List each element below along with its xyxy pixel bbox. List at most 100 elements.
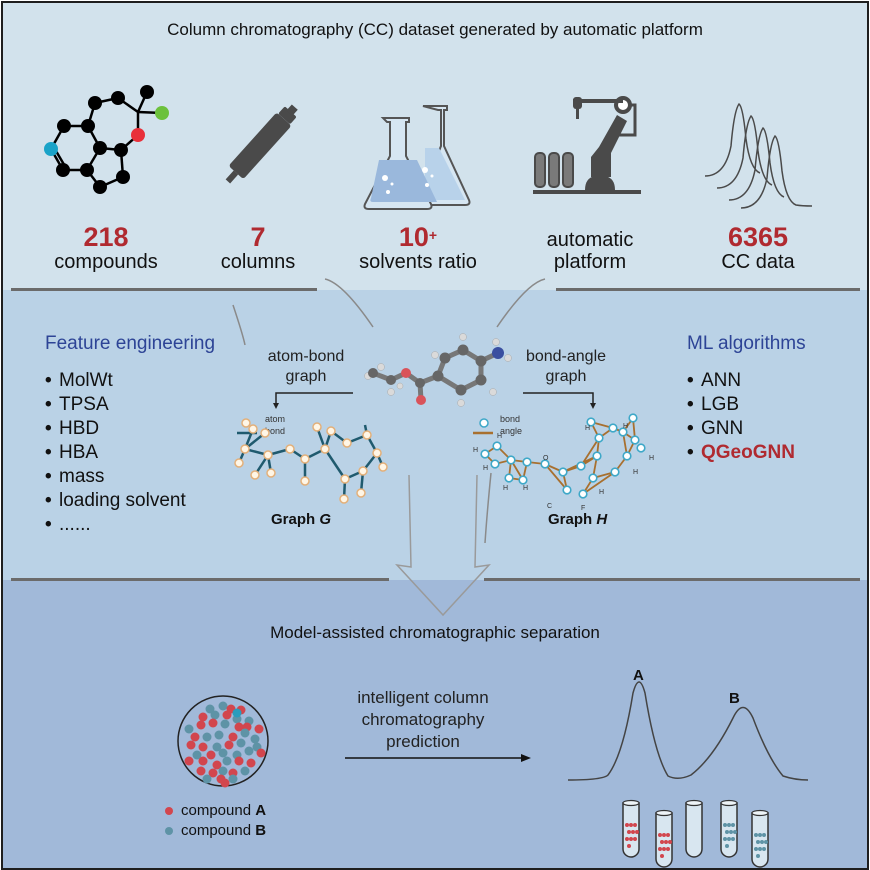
label-line: prediction [386,732,460,751]
feature-item: •...... [45,514,91,535]
graph-node [263,450,273,460]
compound-b-particle [250,734,260,744]
bond-node-legend-label: bond [500,414,521,424]
graph-node [636,443,646,453]
graph-edge [582,471,616,495]
flow-curve-left [324,278,374,328]
atom-label: H [649,455,654,462]
compound-b-particle [184,724,194,734]
flow-curves [232,278,546,617]
flasks-icon [363,105,471,210]
graph-node [588,473,598,483]
label-line: chromatography [361,710,485,729]
tube-particle [754,833,758,837]
tube-particle [629,823,633,827]
tube-particle [731,823,735,827]
compound-a-particle [222,710,232,720]
compound-a-particle [254,724,264,734]
tube-body [655,812,673,868]
chromatogram-peaks-icon [704,102,813,209]
graph-node [248,424,258,434]
ml-algorithm-item-highlight: •QGeoGNN [687,442,795,463]
stat-label: solvents ratio [359,251,477,273]
prediction-arrow-icon [345,754,531,762]
tube-particle [664,840,668,844]
flow-curve-left-lower [232,304,246,346]
graph-node [490,459,500,469]
compound-b-particle [218,748,228,758]
tube-particle [627,844,631,848]
prediction-label: intelligent column chromatography predic… [343,687,503,753]
graph-node [372,448,382,458]
label-line: bond-angle [525,348,607,365]
graph-node [342,438,352,448]
compound-b-particle [218,766,228,776]
stat-value: 6365 [727,222,789,252]
compound-a-particle [198,742,208,752]
test-tube [685,799,703,858]
chromatogram-trace [567,681,809,781]
graph-node [378,462,388,472]
graph-node [340,474,350,484]
bond-angle-graph-label: bond-angle graph [511,347,621,387]
label-line: atom-bond [267,348,345,365]
test-tube [655,809,673,868]
graph-node [578,489,588,499]
tube-particle [631,830,635,834]
graph-node [522,457,532,467]
separation-title: Model-assisted chromatographic separatio… [270,623,600,642]
compound-b-particle [236,738,246,748]
divider-line [11,288,317,291]
compound-a-particle [246,758,256,768]
tube-rim [720,799,738,807]
atom-label: C [547,503,552,510]
compound-b-particle [192,750,202,760]
divider-line [484,578,860,581]
atom-label: F [581,505,585,512]
compound-b-particle [210,710,220,720]
atom-label: H [599,489,604,496]
tube-body [622,802,640,858]
tube-particle [764,840,768,844]
stat-label-line1: automatic [546,229,634,251]
compound-b-dot-icon [165,827,173,835]
test-tube [751,809,769,868]
tube-particle [762,847,766,851]
graph-node [312,422,322,432]
graph-node [240,444,250,454]
atom-label: H [633,469,638,476]
feature-list: •MolWt •TPSA •HBD •HBA •mass •loading so… [45,369,186,537]
feature-item: •TPSA [45,394,109,415]
compound-b-particle [202,732,212,742]
graph-node [300,454,310,464]
graph-node [250,470,260,480]
flow-curve-right [496,278,546,328]
compound-b-particle [212,742,222,752]
highlight-particle [232,708,242,718]
graph-h-caption: Graph H [548,511,608,528]
atom-label: H [503,485,508,492]
atom-label: O [543,455,549,462]
stat-value-superscript: + [428,227,438,243]
tube-particle [658,847,662,851]
compound-b-particle [214,730,224,740]
tube-particle [666,847,670,851]
chromatography-column-icon [225,104,298,184]
compound-b-particle [222,756,232,766]
graph-node [630,435,640,445]
label-line: graph [285,368,327,385]
tube-particle [760,840,764,844]
tube-particle [629,837,633,841]
graph-node [362,430,372,440]
tube-particle [633,823,637,827]
divider-line [11,578,389,581]
graph-node [492,441,502,451]
graph-node [558,467,568,477]
stat-columns: 7 columns [183,223,333,273]
angle-legend-icon [473,431,493,435]
tube-particle [660,840,664,844]
compound-b-particle [218,701,228,711]
tube-rim [685,799,703,807]
graph-node [608,423,618,433]
peak-b-label: B [729,690,740,707]
